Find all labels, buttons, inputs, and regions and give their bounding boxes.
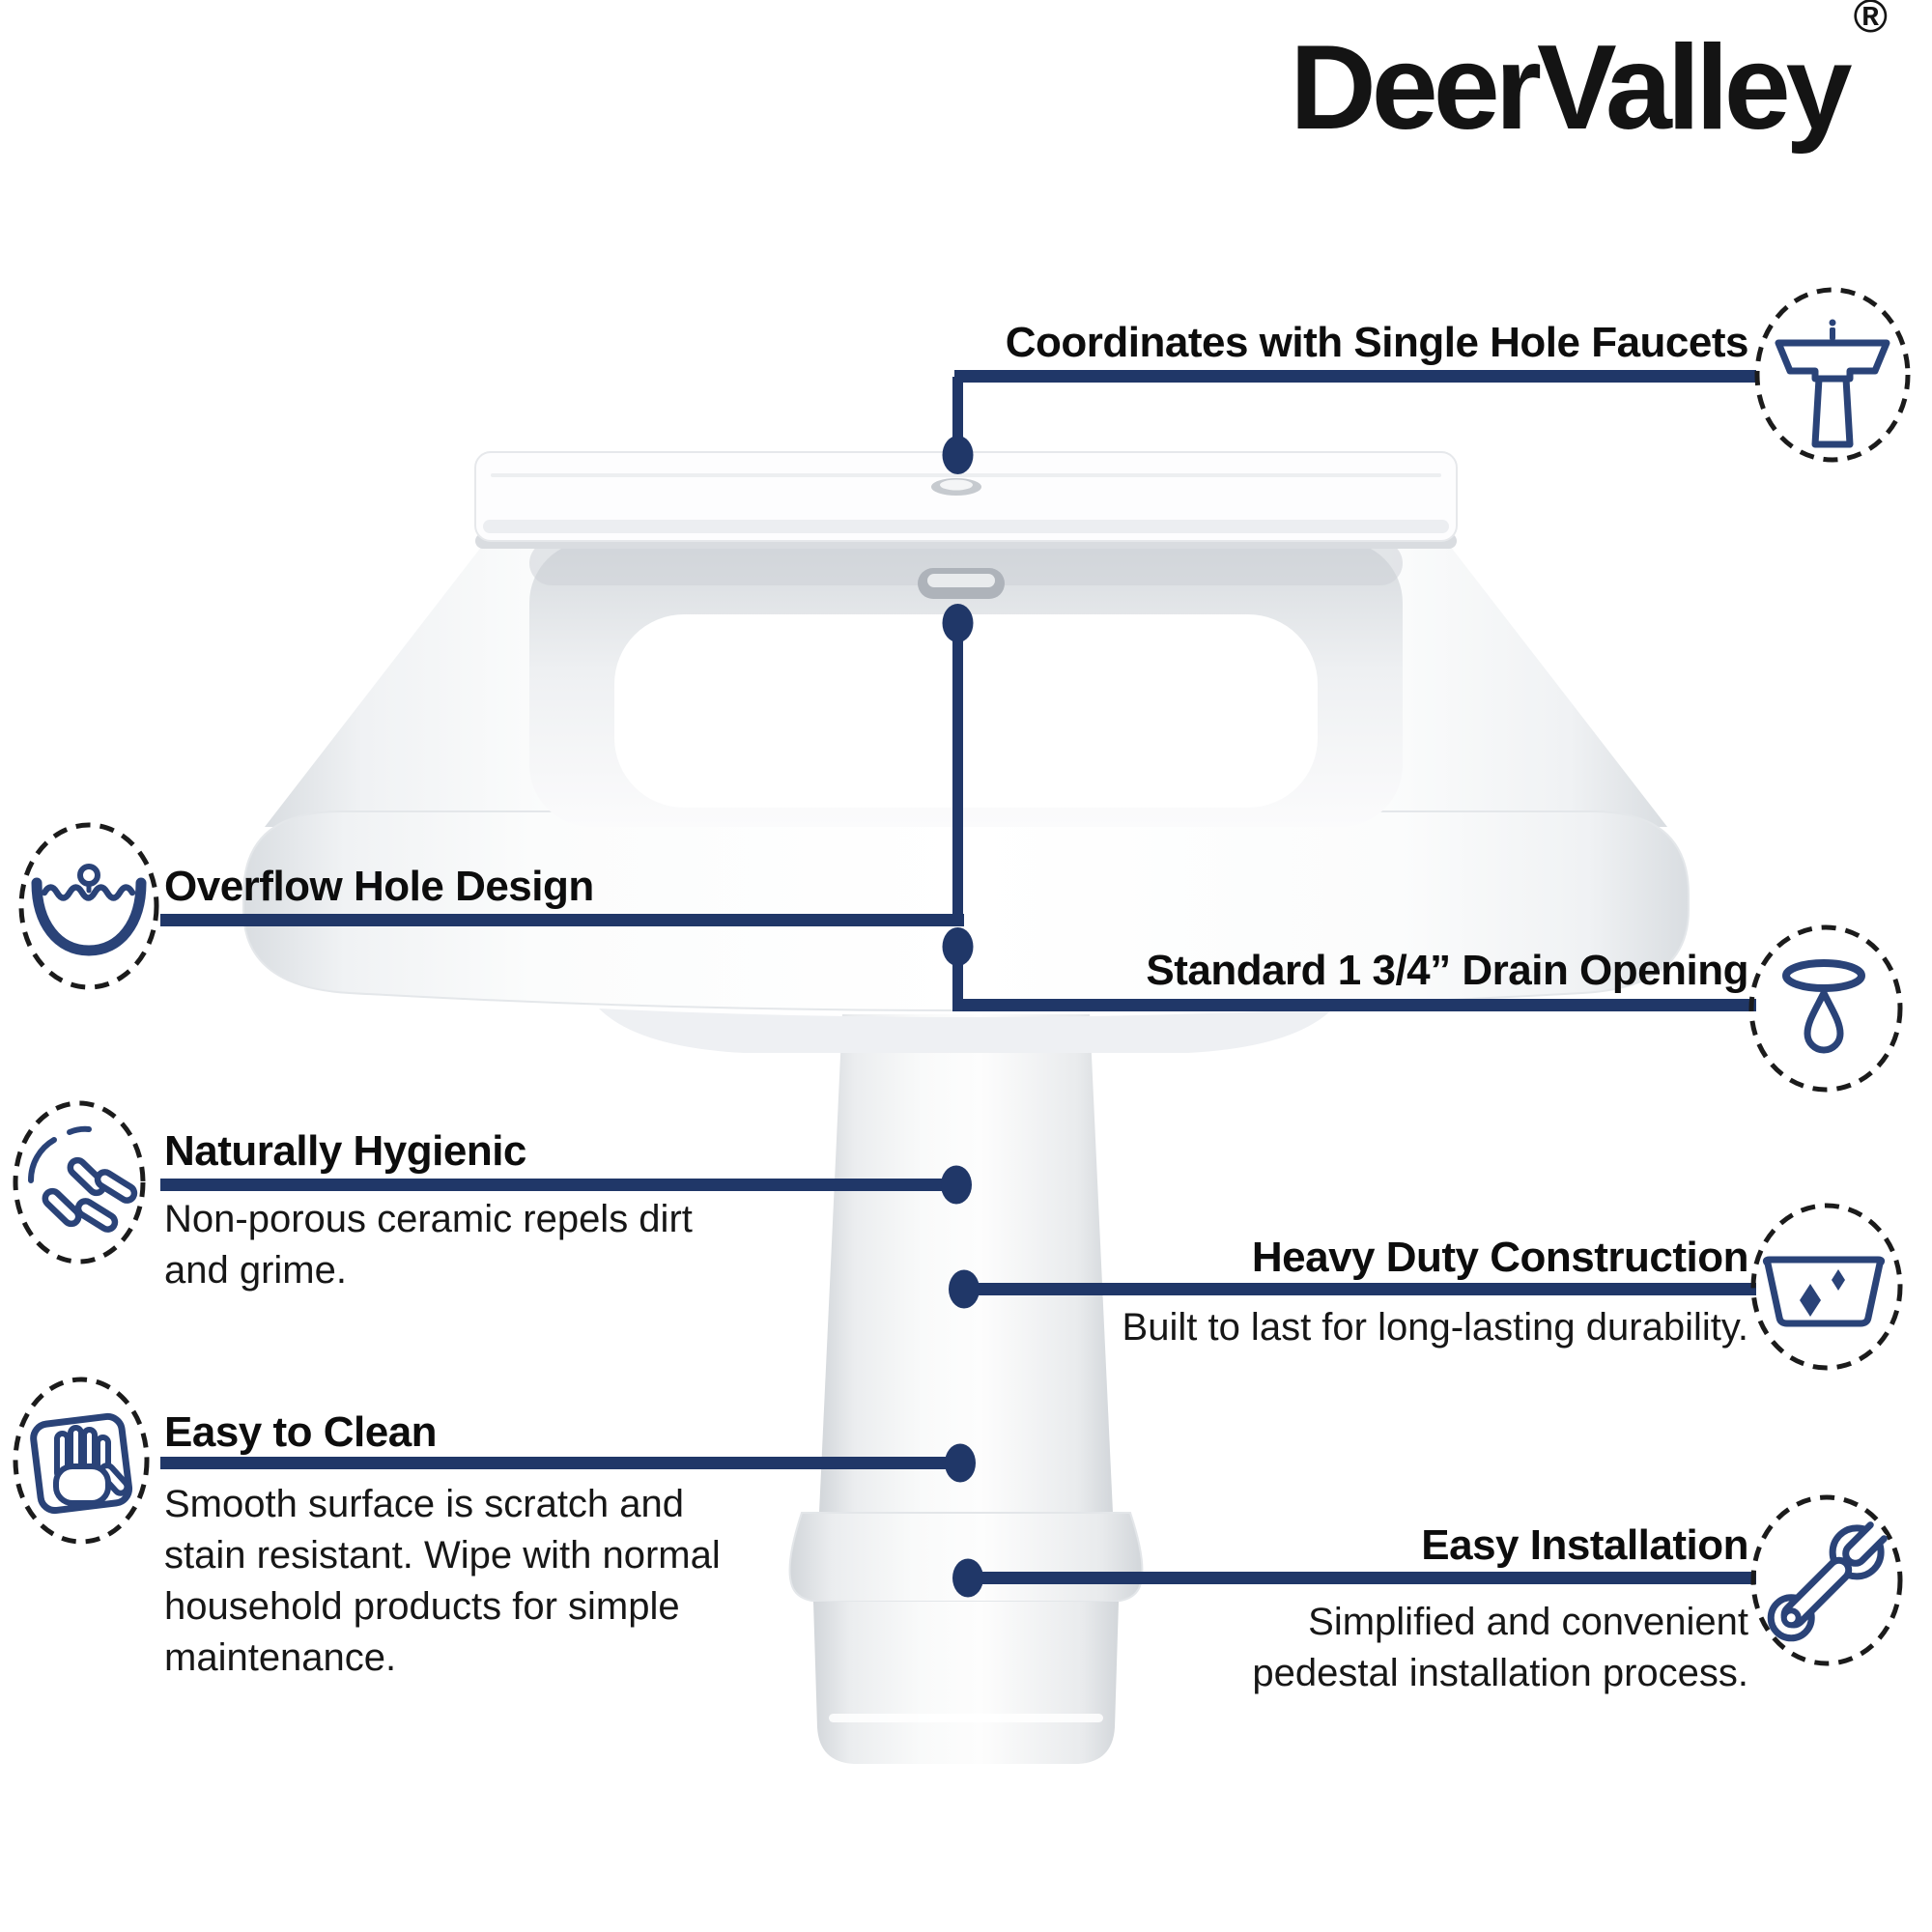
connector-heavy-duty	[949, 1269, 1756, 1309]
bowl-floor	[614, 614, 1318, 808]
connector-overflow-hole	[160, 604, 974, 926]
heavy-duty-badge	[1750, 1203, 1903, 1371]
heavy-duty-icon	[1762, 1256, 1886, 1327]
drain-badge	[1748, 924, 1903, 1093]
callout-title-heavy-duty: Heavy Duty Construction	[1251, 1234, 1749, 1281]
overflow-hole	[918, 568, 1005, 599]
hygienic-badge	[13, 1100, 146, 1264]
bacteria-icon	[27, 1125, 138, 1233]
callout-title-easy-to-clean: Easy to Clean	[164, 1408, 438, 1456]
deck-back-line	[491, 473, 1441, 477]
connector-naturally-hygienic	[160, 1165, 972, 1205]
connector-drain-opening	[942, 927, 1756, 1011]
easy-install-badge	[1750, 1494, 1903, 1666]
brand-logo-text: DeerValley	[1290, 21, 1852, 155]
callout-title-single-hole-faucets: Coordinates with Single Hole Faucets	[1005, 319, 1749, 366]
registered-trademark-symbol: ®	[1853, 0, 1888, 43]
callout-body-heavy-duty: Built to last for long-lasting durabilit…	[1122, 1306, 1748, 1349]
bowl-rim-shadow	[529, 541, 1403, 585]
callout-connectors	[160, 370, 1756, 1598]
single-hole-faucet-badge	[1754, 287, 1911, 463]
connector-easy-installation	[952, 1558, 1756, 1598]
overflow-badge	[18, 822, 159, 990]
callout-body-easy-to-clean: Smooth surface is scratch and stain resi…	[164, 1483, 721, 1679]
easy-clean-badge	[13, 1377, 150, 1545]
pedestal-base-block	[813, 1602, 1119, 1764]
drain-droplet-icon	[1782, 959, 1865, 1054]
pedestal-column	[819, 1014, 1113, 1513]
under-roll-shadow	[599, 1009, 1333, 1053]
callout-title-drain-opening: Standard 1 3/4” Drain Opening	[1146, 947, 1748, 994]
faucet-hole	[931, 478, 981, 496]
overflow-water-icon	[31, 864, 147, 956]
callout-body-naturally-hygienic: Non-porous ceramic repels dirt and grime…	[164, 1198, 693, 1292]
connector-single-hole-faucets	[942, 370, 1756, 474]
callout-title-naturally-hygienic: Naturally Hygienic	[164, 1127, 526, 1175]
pedestal-sink-icon	[1775, 319, 1890, 448]
hand-wipe-icon	[30, 1412, 133, 1515]
wrench-icon	[1767, 1521, 1888, 1642]
base-highlight	[829, 1714, 1103, 1722]
connector-easy-to-clean	[160, 1443, 976, 1483]
callout-title-easy-installation: Easy Installation	[1421, 1521, 1748, 1569]
brand-logo: DeerValley®	[1290, 0, 1888, 151]
deck-lip	[483, 520, 1449, 533]
callout-title-overflow-hole: Overflow Hole Design	[164, 863, 594, 910]
callout-body-easy-installation: Simplified and convenient pedestal insta…	[1252, 1601, 1748, 1694]
icon-badges	[13, 287, 1911, 1666]
